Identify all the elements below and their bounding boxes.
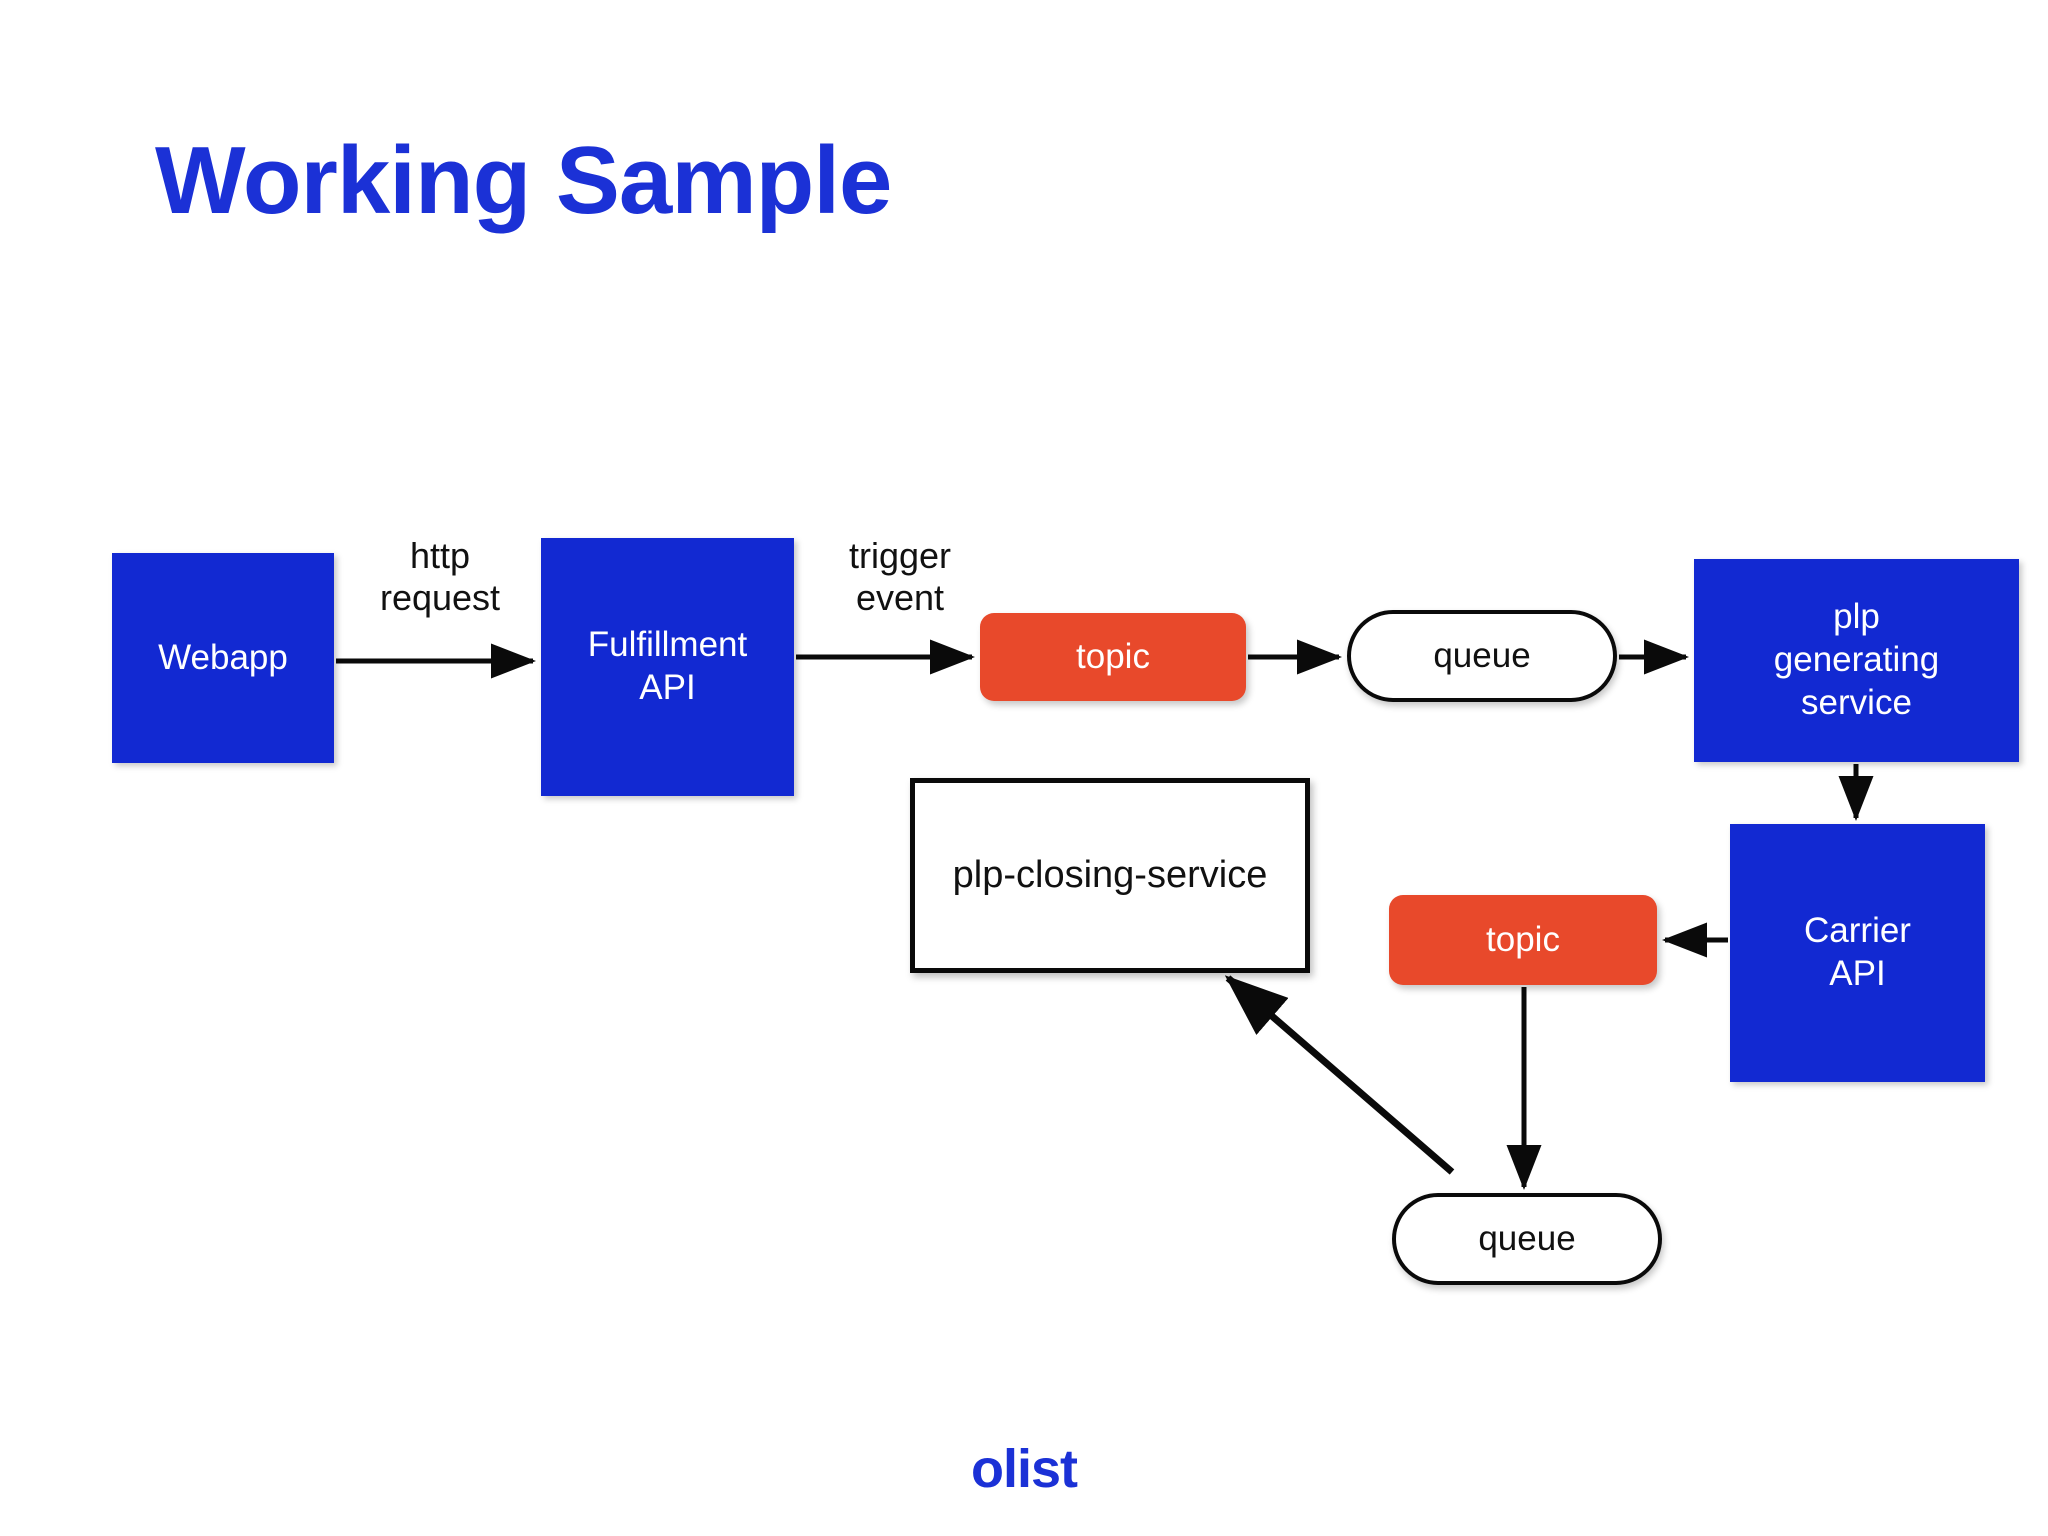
- edge-label-http-request: http request: [379, 535, 501, 619]
- node-topic-carrier-event-label: topic: [1486, 919, 1560, 959]
- edge-label-trigger-event: trigger event: [848, 535, 952, 619]
- node-webapp[interactable]: Webapp: [112, 553, 334, 763]
- node-plp-generating-service[interactable]: plp generating service: [1694, 559, 2019, 762]
- node-fulfillment-api[interactable]: Fulfillment API: [541, 538, 794, 796]
- page-title: Working Sample: [155, 127, 892, 234]
- node-topic-plp-trigger-label: topic: [1076, 636, 1150, 676]
- node-fulfillment-api-label: Fulfillment API: [587, 625, 748, 707]
- node-plp-closing-service[interactable]: plp-closing-service: [910, 778, 1310, 973]
- node-carrier-api[interactable]: Carrier API: [1730, 824, 1985, 1082]
- edge-bottom-queue-to-plp-closing-service: [1224, 975, 1455, 1175]
- brand-logo-olist: olist: [970, 1439, 1078, 1499]
- node-topic-plp-trigger[interactable]: topic: [980, 613, 1246, 701]
- node-queue-plp-closing[interactable]: queue: [1392, 1193, 1662, 1285]
- node-queue-plp-closing-label: queue: [1478, 1218, 1576, 1258]
- node-queue-plp-generating-label: queue: [1433, 635, 1531, 675]
- node-topic-carrier-event[interactable]: topic: [1389, 895, 1657, 985]
- node-webapp-label: Webapp: [158, 637, 288, 677]
- node-carrier-api-label: Carrier API: [1804, 911, 1911, 993]
- node-queue-plp-generating[interactable]: queue: [1347, 610, 1617, 702]
- node-plp-generating-service-label: plp generating service: [1773, 597, 1940, 722]
- node-plp-closing-service-label: plp-closing-service: [952, 854, 1268, 897]
